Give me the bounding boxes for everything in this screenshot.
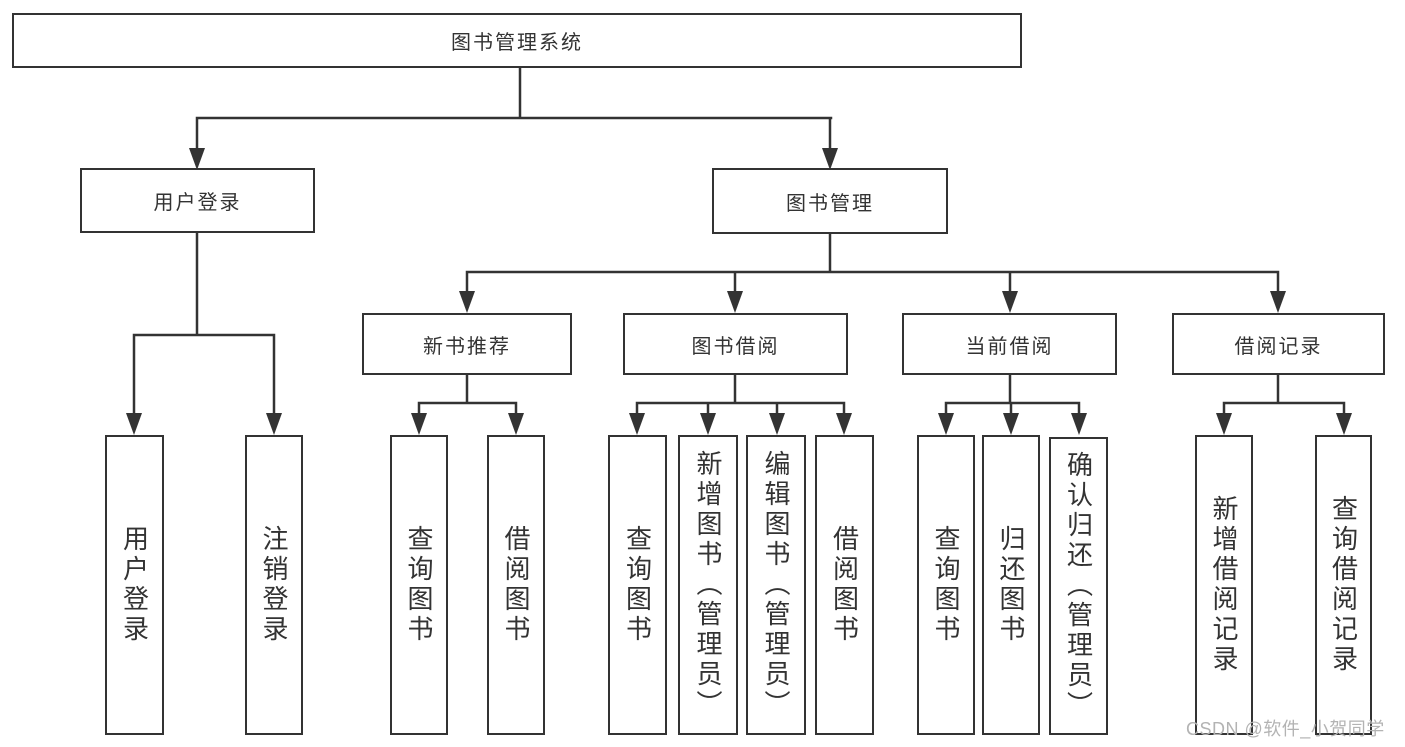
leaf-borrow-book-rec: 借阅图书 [487, 435, 545, 735]
node-label: 借阅图书 [829, 525, 860, 645]
node-label: 查询图书 [622, 525, 653, 645]
arrow-down-icon [938, 413, 954, 435]
leaf-logout: 注销登录 [245, 435, 303, 735]
leaf-add-borrow-record: 新增借阅记录 [1195, 435, 1253, 735]
arrow-down-icon [508, 413, 524, 435]
arrow-down-icon [1002, 291, 1018, 313]
node-label: 查询借阅记录 [1328, 495, 1359, 675]
leaf-return-book: 归还图书 [982, 435, 1040, 735]
node-book-borrow: 图书借阅 [623, 313, 848, 375]
arrow-down-icon [629, 413, 645, 435]
arrow-down-icon [411, 413, 427, 435]
leaf-user-login: 用户登录 [105, 435, 164, 735]
node-label: 图书借阅 [691, 335, 780, 358]
node-label: 图书管理系统 [451, 32, 583, 54]
arrow-down-icon [1071, 413, 1087, 435]
node-label: 归还图书 [996, 525, 1026, 645]
node-book-mgmt: 图书管理 [712, 168, 948, 234]
node-label: 新书推荐 [423, 335, 511, 358]
leaf-query-book-current: 查询图书 [917, 435, 975, 735]
node-borrow-record: 借阅记录 [1172, 313, 1385, 375]
arrow-down-icon [459, 291, 475, 313]
arrow-down-icon [769, 413, 785, 435]
connector-borrow-record-children [1216, 373, 1352, 435]
connector-new-book-rec-children [411, 373, 524, 435]
connector-user-login-children [126, 231, 282, 435]
leaf-query-book-borrow: 查询图书 [608, 435, 667, 735]
leaf-confirm-return-admin: 确认归还（管理员） [1049, 437, 1108, 735]
leaf-borrow-book: 借阅图书 [815, 435, 874, 735]
node-library-system: 图书管理系统 [12, 13, 1022, 68]
leaf-edit-book-admin: 编辑图书（管理员） [746, 435, 806, 735]
arrow-down-icon [1270, 291, 1286, 313]
node-label: 编辑图书（管理员） [761, 450, 791, 720]
node-user-login: 用户登录 [80, 168, 315, 233]
connector-root-to-branches [189, 66, 838, 170]
connector-current-borrow-children [938, 373, 1087, 435]
csdn-watermark: CSDN @软件_小贺同学 [1186, 719, 1385, 739]
node-label: 查询图书 [404, 525, 434, 645]
arrow-down-icon [727, 291, 743, 313]
node-label: 借阅图书 [501, 525, 531, 645]
node-label: 用户登录 [153, 192, 242, 214]
arrow-down-icon [822, 148, 838, 170]
arrow-down-icon [700, 413, 716, 435]
node-label: 新增图书（管理员） [693, 450, 723, 720]
arrow-down-icon [1003, 413, 1019, 435]
arrow-down-icon [266, 413, 282, 435]
connector-book-borrow-children [629, 373, 852, 435]
node-label: 注销登录 [259, 525, 289, 645]
node-new-book-rec: 新书推荐 [362, 313, 572, 375]
leaf-query-borrow-record: 查询借阅记录 [1315, 435, 1372, 735]
node-current-borrow: 当前借阅 [902, 313, 1117, 375]
arrow-down-icon [126, 413, 142, 435]
node-label: 当前借阅 [965, 335, 1054, 358]
node-label: 图书管理 [786, 192, 874, 215]
node-label: 用户登录 [119, 525, 150, 645]
connector-book-mgmt-children [459, 232, 1286, 313]
leaf-add-book-admin: 新增图书（管理员） [678, 435, 738, 735]
node-label: 借阅记录 [1234, 335, 1323, 358]
leaf-query-book-rec: 查询图书 [390, 435, 448, 735]
arrow-down-icon [836, 413, 852, 435]
arrow-down-icon [189, 148, 205, 170]
node-label: 查询图书 [931, 525, 961, 645]
node-label: 新增借阅记录 [1209, 495, 1239, 675]
node-label: 确认归还（管理员） [1063, 451, 1094, 721]
arrow-down-icon [1216, 413, 1232, 435]
arrow-down-icon [1336, 413, 1352, 435]
